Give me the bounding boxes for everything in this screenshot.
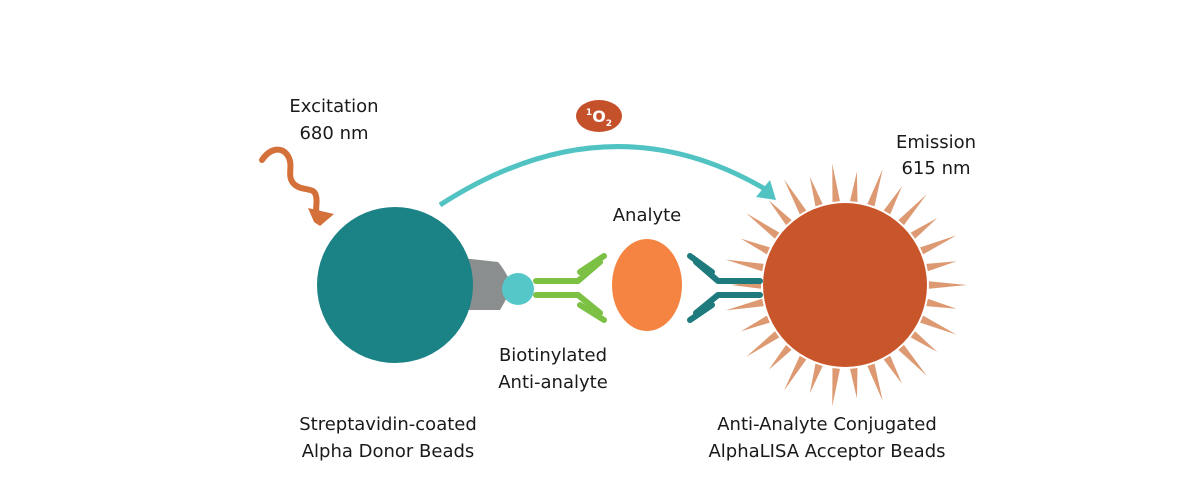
emission-ray	[725, 298, 764, 311]
acceptor-label-line1: Anti-Analyte Conjugated	[717, 414, 937, 435]
biotinylated-label-line1: Biotinylated	[499, 345, 607, 366]
emission-label: Emission	[896, 132, 976, 153]
svg-text:1O2: 1O2	[586, 107, 612, 129]
emission-ray	[898, 344, 927, 376]
emission-rays	[725, 163, 967, 407]
oxygen-subscript: 2	[606, 119, 612, 129]
oxygen-letter: O	[592, 107, 606, 126]
emission-ray	[898, 194, 927, 226]
analyte-label: Analyte	[613, 205, 682, 226]
biotinylated-antibody	[533, 253, 607, 323]
emission-ray	[883, 186, 902, 215]
emission-ray	[883, 355, 902, 384]
emission-ray	[746, 331, 780, 357]
oxygen-superscript: 1	[586, 108, 592, 118]
excitation-label: Excitation	[289, 96, 378, 117]
emission-ray	[926, 298, 957, 309]
donor-label-line1: Streptavidin-coated	[299, 414, 477, 435]
emission-ray	[746, 213, 780, 239]
singlet-oxygen-transfer-arrow	[438, 144, 772, 208]
acceptor-label-line2: AlphaLISA Acceptor Beads	[708, 441, 945, 462]
emission-wavelength: 615 nm	[901, 158, 970, 179]
emission-ray	[867, 363, 883, 402]
emission-ray	[910, 217, 938, 239]
transfer-arrowhead	[756, 180, 776, 200]
excitation-wavelength: 680 nm	[299, 123, 368, 144]
emission-ray	[740, 238, 770, 255]
singlet-oxygen-badge: 1O2	[576, 100, 622, 132]
emission-ray	[784, 355, 807, 391]
analyte	[612, 239, 682, 331]
acceptor-antibody	[687, 253, 763, 323]
emission-ray	[832, 368, 840, 407]
acceptor-bead	[763, 203, 927, 367]
emission-ray	[920, 315, 957, 335]
emission-ray	[725, 259, 764, 272]
biotin	[502, 273, 534, 305]
emission-ray	[850, 171, 858, 202]
excitation-wave	[259, 146, 334, 226]
emission-ray	[867, 168, 883, 207]
emission-ray	[926, 261, 957, 272]
emission-ray	[809, 176, 823, 207]
emission-ray	[910, 331, 938, 353]
donor-bead	[317, 207, 473, 363]
emission-ray	[850, 368, 858, 399]
emission-ray	[768, 200, 792, 226]
emission-ray	[920, 235, 957, 255]
emission-ray	[784, 179, 807, 215]
emission-ray	[928, 281, 967, 289]
emission-ray	[768, 344, 792, 370]
biotinylated-label-line2: Anti-analyte	[498, 372, 608, 393]
emission-ray	[809, 363, 823, 394]
donor-label-line2: Alpha Donor Beads	[302, 441, 475, 462]
emission-ray	[832, 163, 840, 202]
emission-ray	[740, 315, 770, 332]
streptavidin	[462, 258, 512, 310]
